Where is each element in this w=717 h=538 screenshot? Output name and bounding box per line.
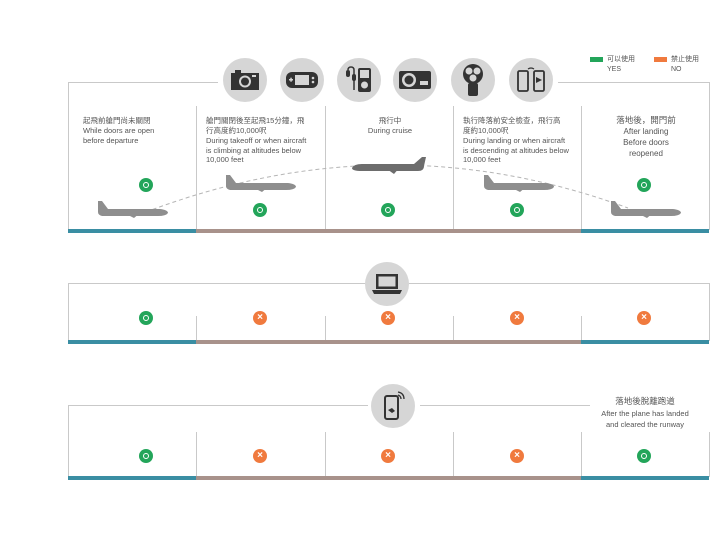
row-3-divider-3 bbox=[453, 432, 454, 477]
row-2-divider-2 bbox=[325, 316, 326, 341]
row-3-top-line-left bbox=[68, 405, 368, 406]
row-1-top-line-left bbox=[68, 82, 218, 83]
phase-5-en: After landing Before doors reopened bbox=[623, 127, 669, 158]
row-2-divider-4 bbox=[581, 316, 582, 341]
row-1-right-edge bbox=[709, 82, 710, 230]
row-1-bar-1 bbox=[68, 229, 196, 233]
phase-5-zh: 落地後，開門前 bbox=[616, 115, 676, 125]
row-3-divider-4 bbox=[581, 432, 582, 477]
x-mark-icon: × bbox=[385, 312, 391, 323]
row-1-status-2 bbox=[253, 203, 267, 217]
row-1-bar-2 bbox=[196, 229, 581, 233]
row-1-divider-4 bbox=[581, 106, 582, 230]
row-2-left-edge bbox=[68, 283, 69, 341]
row-3-status-5 bbox=[637, 449, 651, 463]
row-1-status-3 bbox=[381, 203, 395, 217]
row-3-right-edge bbox=[709, 432, 710, 477]
row-2-divider-3 bbox=[453, 316, 454, 341]
row-2-bar-1 bbox=[68, 340, 196, 344]
row-3-status-3: × bbox=[381, 449, 395, 463]
row-3-divider-2 bbox=[325, 432, 326, 477]
row-2-divider-1 bbox=[196, 316, 197, 341]
phone-pair-icon bbox=[509, 58, 553, 102]
x-mark-icon: × bbox=[257, 312, 263, 323]
row-1-divider-1 bbox=[196, 106, 197, 230]
phase-4-en: During landing or when aircraft is desce… bbox=[463, 136, 569, 164]
row-3-last-zh: 落地後脫離跑道 bbox=[615, 396, 675, 406]
camcorder-icon bbox=[393, 58, 437, 102]
plane-icon-takeoff-1 bbox=[98, 201, 168, 218]
row-3-left-edge bbox=[68, 405, 69, 477]
row-1-status-5 bbox=[637, 178, 651, 192]
row-3-status-4: × bbox=[510, 449, 524, 463]
game-console-icon bbox=[280, 58, 324, 102]
phase-4-zh: 執行降落前安全檢查，飛行高 度約10,000呎 bbox=[463, 116, 561, 135]
row-1-left-edge bbox=[68, 82, 69, 230]
row-1-divider-3 bbox=[453, 106, 454, 230]
row-2-top-line-right bbox=[407, 283, 710, 284]
row-3-top-line-right bbox=[420, 405, 590, 406]
row-3-last-en: After the plane has landed and cleared t… bbox=[601, 409, 689, 429]
plane-icon-cruise bbox=[352, 157, 426, 174]
phase-2-zh: 艙門關閉後至起飛15分鐘，飛 行高度約10,000呎 bbox=[206, 116, 305, 135]
phase-2-en: During takeoff or when aircraft is climb… bbox=[206, 136, 307, 164]
phase-3-en: During cruise bbox=[367, 126, 413, 135]
row-3-divider-1 bbox=[196, 432, 197, 477]
plane-icon-landing-2 bbox=[611, 201, 681, 218]
x-mark-icon: × bbox=[257, 450, 263, 461]
mp3-player-icon bbox=[337, 58, 381, 102]
x-mark-icon: × bbox=[514, 450, 520, 461]
row-2-status-3: × bbox=[381, 311, 395, 325]
legend-no-en: NO bbox=[671, 66, 682, 73]
x-mark-icon: × bbox=[514, 312, 520, 323]
row-1-status-1 bbox=[139, 178, 153, 192]
plane-icon-landing-1 bbox=[484, 175, 554, 192]
plane-icon-takeoff-2 bbox=[226, 175, 296, 192]
row-2-status-4: × bbox=[510, 311, 524, 325]
row-2-status-2: × bbox=[253, 311, 267, 325]
legend-yes-en: YES bbox=[607, 66, 622, 73]
legend-no-swatch bbox=[654, 57, 667, 62]
row-3-bar-1 bbox=[68, 476, 196, 480]
row-2-bar-3 bbox=[581, 340, 709, 344]
row-1-status-4 bbox=[510, 203, 524, 217]
mobile-phone-icon bbox=[371, 384, 415, 428]
phase-3-zh: 飛行中 bbox=[378, 116, 402, 125]
row-2-status-5: × bbox=[637, 311, 651, 325]
legend-yes-swatch bbox=[590, 57, 603, 62]
x-mark-icon: × bbox=[641, 312, 647, 323]
row-3-status-1 bbox=[139, 449, 153, 463]
phase-1-zh: 起飛前艙門尚未關閉 bbox=[83, 116, 151, 125]
row-1-bar-3 bbox=[581, 229, 709, 233]
row-2-status-1 bbox=[139, 311, 153, 325]
row-2-right-edge bbox=[709, 283, 710, 341]
row-3-bar-3 bbox=[581, 476, 709, 480]
camera-icon bbox=[223, 58, 267, 102]
legend-yes-label: 可以使用 bbox=[607, 56, 635, 63]
row-3-bar-2 bbox=[196, 476, 581, 480]
phase-1-en: While doors are open before departure bbox=[83, 126, 155, 145]
x-mark-icon: × bbox=[385, 450, 391, 461]
laptop-icon bbox=[365, 262, 409, 306]
legend-no-label: 禁止使用 bbox=[671, 56, 699, 63]
row-2-top-line-left bbox=[68, 283, 368, 284]
shaver-icon bbox=[451, 58, 495, 102]
row-1-top-line-right bbox=[558, 82, 710, 83]
row-3-status-2: × bbox=[253, 449, 267, 463]
row-2-bar-2 bbox=[196, 340, 581, 344]
